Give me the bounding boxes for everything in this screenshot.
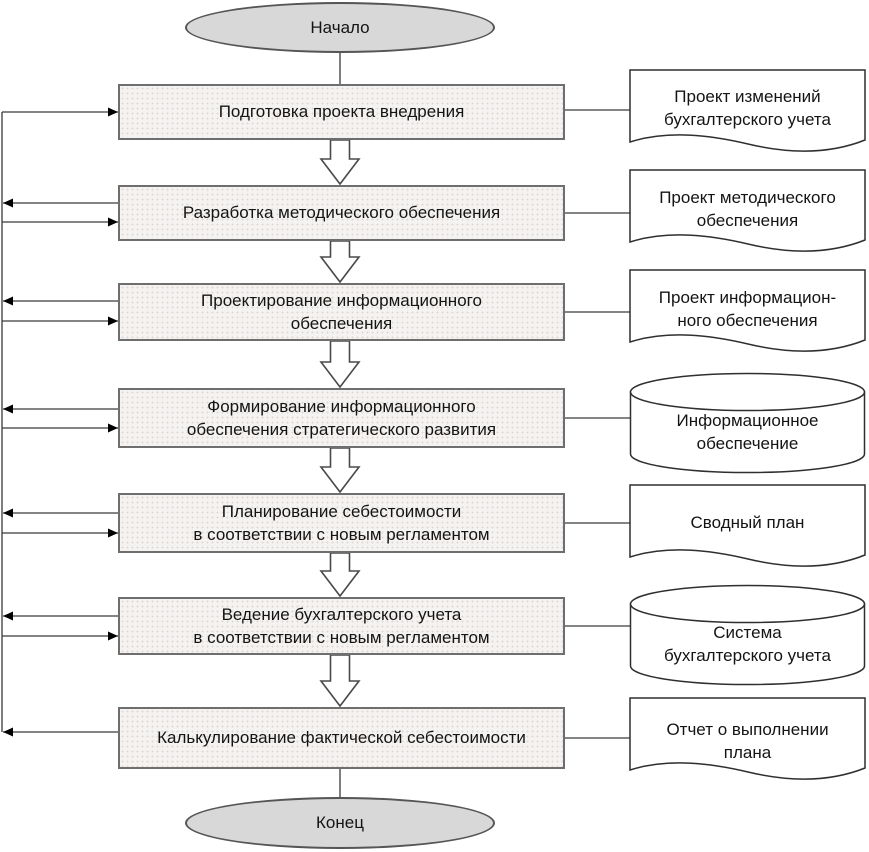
process-step-1: Подготовка проекта внедрения [118, 84, 565, 140]
artifact-label-2: Проект методического обеспечения [659, 187, 836, 230]
down-block-arrow-icon [319, 240, 361, 284]
process-step-3: Проектирование информационного обеспечен… [118, 283, 565, 341]
document-shape-5 [629, 697, 866, 780]
database-top [629, 584, 866, 624]
block-arrows [319, 139, 361, 708]
database-shape-1 [629, 372, 866, 474]
down-block-arrow-icon [319, 552, 361, 598]
process-step-5: Планирование себестоимости в соответстви… [118, 493, 565, 553]
document-shape-1 [629, 69, 866, 152]
artifact-label-5: Сводный план [690, 513, 805, 533]
document-shape-3 [629, 269, 866, 352]
artifact-label-4: Информационное обеспечение [676, 410, 819, 453]
database-body [629, 603, 866, 686]
document-shape-2 [629, 169, 866, 252]
database-shape-2 [629, 584, 866, 686]
database-top [629, 372, 866, 412]
artifact-label-3: Проект информацион- ного обеспечения [658, 287, 837, 330]
database-body [629, 391, 866, 474]
end-terminal: Конец [185, 797, 495, 849]
document-shape-4 [629, 484, 866, 567]
down-block-arrow-icon [319, 447, 361, 494]
down-block-arrow-icon [319, 340, 361, 389]
process-step-4: Формирование информационного обеспечения… [118, 388, 565, 448]
database-shapes [629, 372, 866, 686]
start-terminal: Начало [185, 2, 495, 53]
artifact-label-1: Проект изменений бухгалтерского учета [664, 86, 831, 129]
process-step-6: Ведение бухгалтерского учета в соответст… [118, 597, 565, 655]
feedback-bus [1, 107, 118, 737]
process-step-7: Калькулирование фактической себестоимост… [118, 707, 565, 769]
down-block-arrow-icon [319, 139, 361, 186]
process-step-2: Разработка методического обеспечения [118, 185, 565, 241]
down-block-arrow-icon [319, 654, 361, 708]
artifact-connectors [565, 109, 631, 739]
document-shapes [629, 69, 866, 780]
artifact-label-7: Отчет о выполнении плана [666, 719, 829, 762]
artifact-label-6: Система бухгалтерского учета [664, 622, 831, 665]
